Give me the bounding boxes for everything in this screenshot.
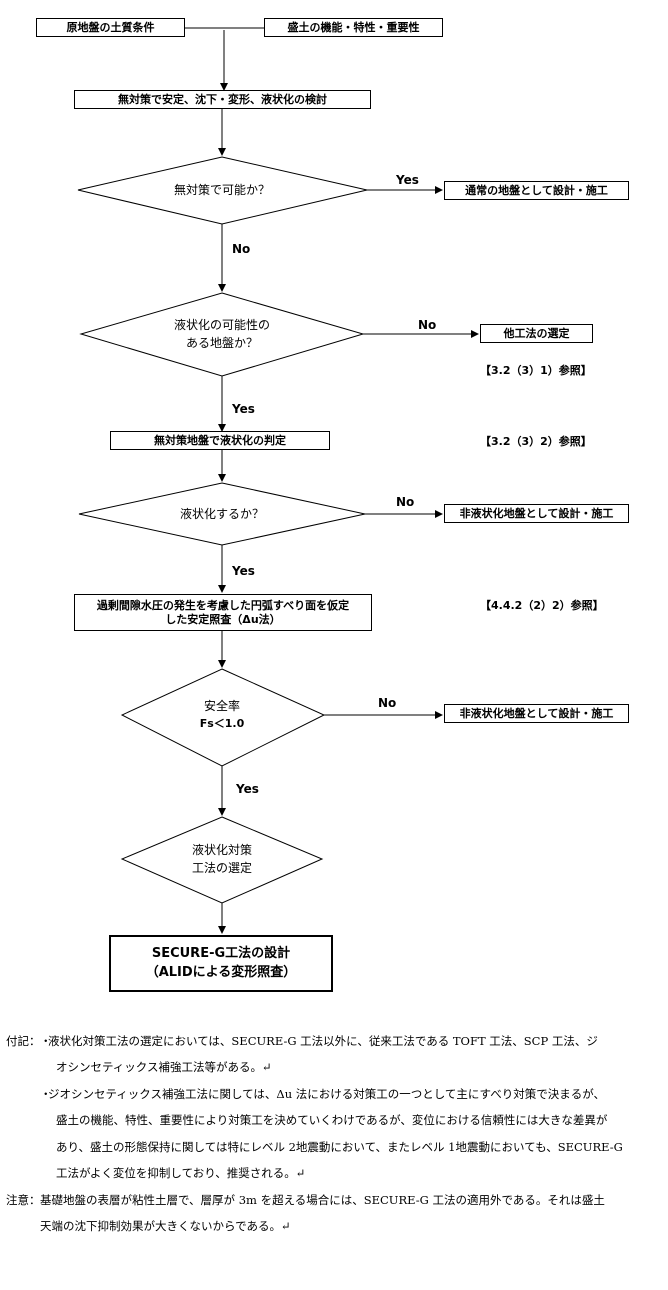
decision-safety-factor: 安全率 bbox=[203, 699, 241, 713]
no-label-1: No bbox=[232, 242, 251, 256]
decision-safety-factor-condition: Fs＜1.0 bbox=[199, 716, 245, 730]
secure-g-design-box: SECURE-G工法の設計 （ALIDによる変形照査） bbox=[109, 935, 333, 992]
other-method-selection-box: 他工法の選定 bbox=[480, 324, 593, 343]
note-line: 液状化対策工法の選定においては、SECURE-G 工法以外に、従来工法である T… bbox=[48, 1034, 598, 1048]
decision-will-liquefy: 液状化するか？ bbox=[179, 507, 265, 521]
supplementary-note: 付記： ・液状化対策工法の選定においては、SECURE-G 工法以外に、従来工法… bbox=[6, 1028, 660, 1187]
decision-liquefiable-ground: 液状化の可能性の ある地盤か？ bbox=[173, 318, 271, 350]
reference-tag-1: 【3.2（3）1）参照】 bbox=[480, 364, 592, 377]
decision-select-countermeasure: 液状化対策 工法の選定 bbox=[191, 843, 253, 875]
embankment-function-box: 盛土の機能・特性・重要性 bbox=[264, 18, 443, 37]
notes-section: 付記： ・液状化対策工法の選定においては、SECURE-G 工法以外に、従来工法… bbox=[6, 1028, 660, 1240]
note-bullet: ・ジオシンセティックス補強工法に関しては、Δu 法における対策工の一つとして主に… bbox=[40, 1081, 660, 1187]
note-bullet: ・液状化対策工法の選定においては、SECURE-G 工法以外に、従来工法である … bbox=[40, 1028, 660, 1081]
normal-ground-design-box: 通常の地盤として設計・施工 bbox=[444, 181, 629, 200]
liquefaction-judgment-box: 無対策地盤で液状化の判定 bbox=[110, 431, 330, 450]
no-label-2: No bbox=[418, 318, 437, 332]
non-liquefiable-design-box-2: 非液状化地盤として設計・施工 bbox=[444, 704, 629, 723]
yes-label-2: Yes bbox=[232, 402, 255, 416]
non-liquefiable-design-box-1: 非液状化地盤として設計・施工 bbox=[444, 504, 629, 523]
note-line: 工法がよく変位を抑制しており、推奨される。↵ bbox=[56, 1166, 306, 1181]
note-line: オシンセティックス補強工法等がある。↵ bbox=[56, 1060, 272, 1075]
supplementary-note-label: 付記： bbox=[6, 1034, 41, 1048]
no-countermeasure-study-box: 無対策で安定、沈下・変形、液状化の検討 bbox=[74, 90, 371, 109]
decision-feasible-without-measures: 無対策で可能か？ bbox=[173, 183, 271, 197]
reference-tag-2: 【3.2（3）2）参照】 bbox=[480, 435, 592, 448]
note-line: あり、盛土の形態保持に関しては特にレベル 2地震動において、またレベル 1地震動… bbox=[56, 1139, 623, 1154]
no-label-4: No bbox=[378, 696, 397, 710]
yes-label-3: Yes bbox=[232, 564, 255, 578]
note-line: 天端の沈下抑制効果が大きくないからである。↵ bbox=[40, 1219, 291, 1234]
caution-note: 注意： 基礎地盤の表層が粘性土層で、層厚が 3m を超える場合には、SECURE… bbox=[6, 1187, 660, 1240]
note-line: 基礎地盤の表層が粘性土層で、層厚が 3m を超える場合には、SECURE-G 工… bbox=[40, 1192, 605, 1207]
flowchart-connectors bbox=[77, 27, 479, 934]
delta-u-stability-check-box: 過剰間隙水圧の発生を考慮した円弧すべり面を仮定 した安定照査（Δu法） bbox=[74, 594, 372, 631]
reference-tag-3: 【4.4.2（2）2）参照】 bbox=[480, 599, 604, 612]
yes-label-1: Yes bbox=[396, 173, 419, 187]
connector-line bbox=[185, 27, 264, 90]
note-line: 盛土の機能、特性、重要性により対策工を決めていくわけであるが、変位における信頼性… bbox=[56, 1113, 608, 1128]
note-line: ジオシンセティックス補強工法に関しては、Δu 法における対策工の一つとして主にす… bbox=[48, 1086, 605, 1101]
soil-condition-box: 原地盤の土質条件 bbox=[36, 18, 185, 37]
no-label-3: No bbox=[396, 495, 415, 509]
caution-label: 注意： bbox=[6, 1192, 41, 1207]
yes-label-4: Yes bbox=[236, 782, 259, 796]
